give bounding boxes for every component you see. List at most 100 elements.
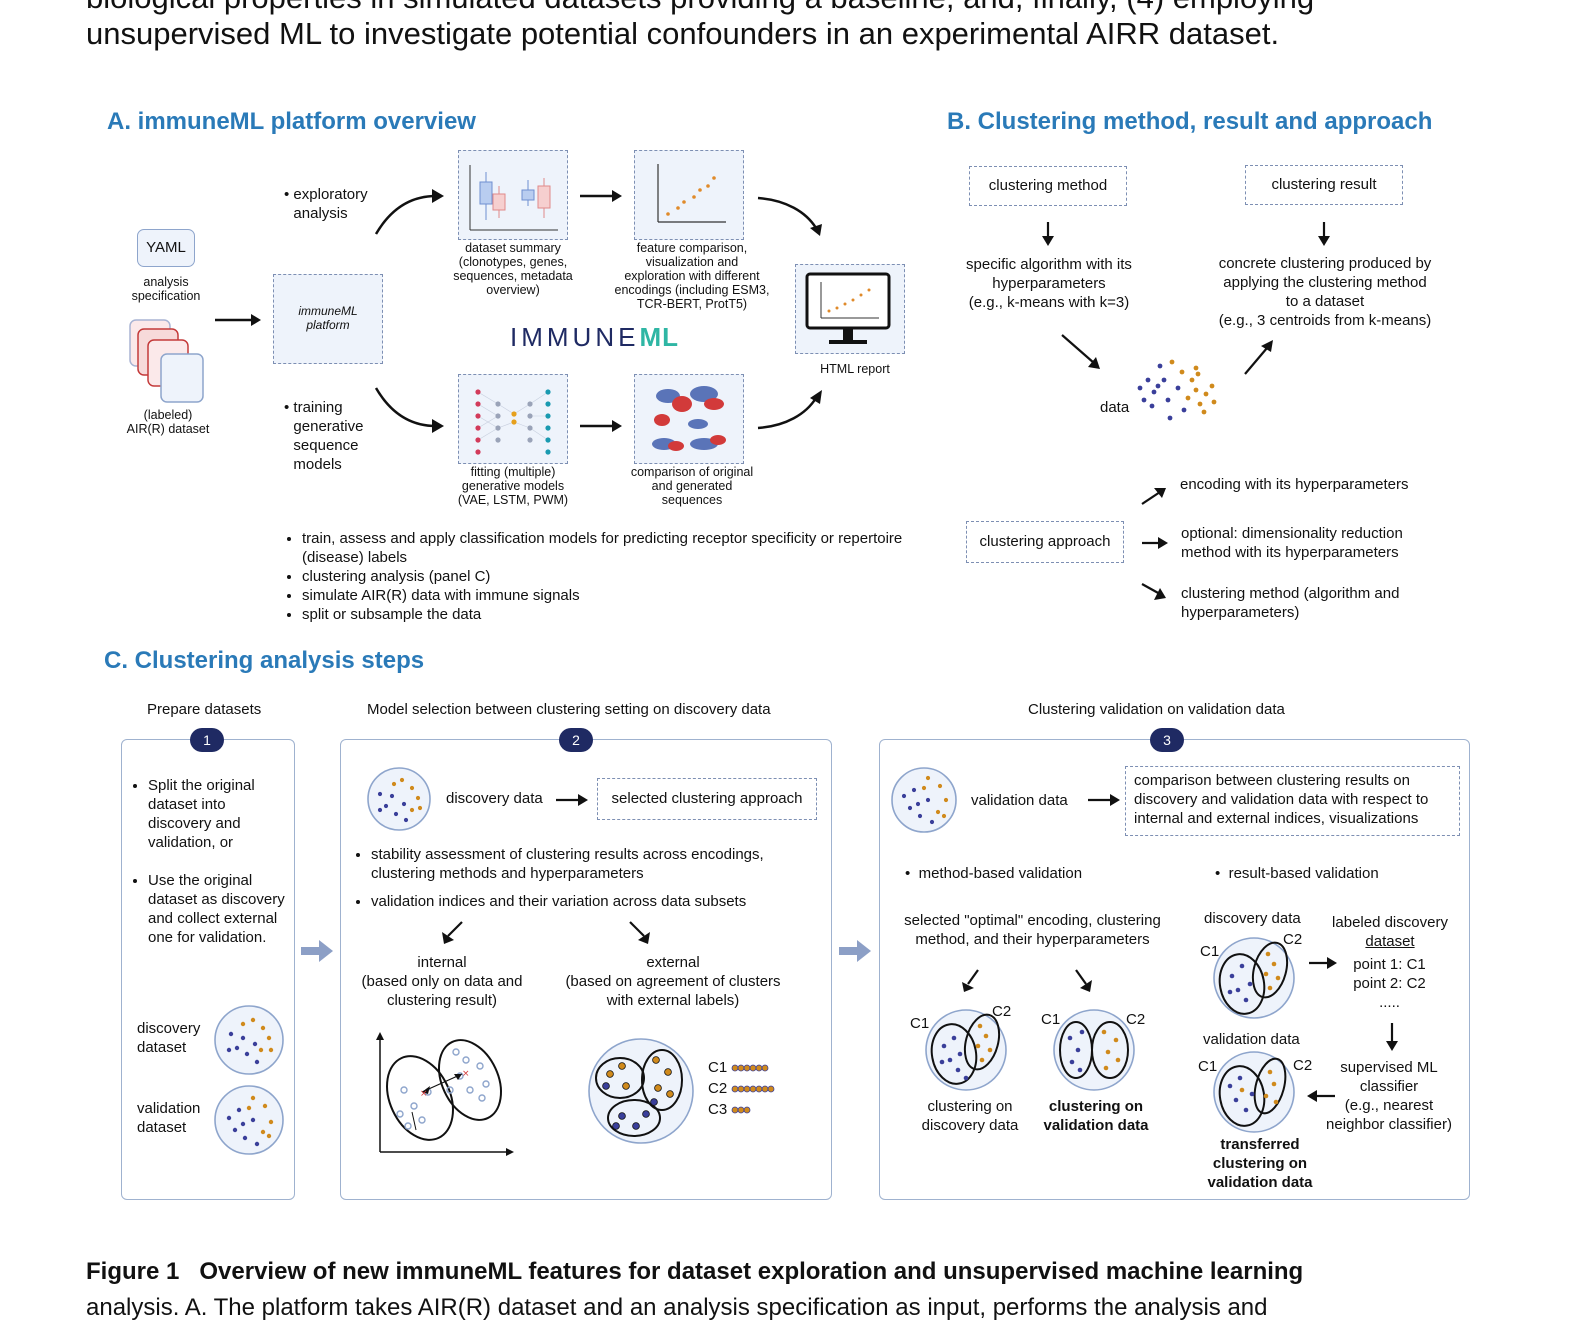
platform-label: immuneML platform [298,304,358,332]
exploratory-bullet: • exploratory analysis [284,186,368,222]
discovery-data-label: discovery data [1204,910,1301,927]
validation-dataset-icon [214,1085,284,1155]
c1-label: C1 [1200,943,1220,960]
bullet-item: Split the original dataset into discover… [148,776,290,852]
comparison-label: comparison between clustering results on… [1134,772,1429,827]
yaml-label: YAML [146,239,186,256]
arrow-right-icon [1309,957,1337,969]
step2-heading: Model selection between clustering setti… [367,701,771,718]
arrow-down-icon [1042,222,1054,246]
dataset-word: dataset [1365,933,1415,950]
panel-a-title: A. immuneML platform overview [107,108,476,135]
result-based-label: • result-based validation [1215,865,1379,882]
bullet-item: train, assess and apply classification m… [302,529,904,567]
step2-number: 2 [559,728,593,752]
validation-dataset-label: validation dataset [137,1100,201,1136]
cluster-legend: C1 C2 C3 [708,1057,779,1120]
result-based-text: result-based validation [1228,865,1379,882]
arrow-down-icon [1386,1023,1398,1051]
discovery-dataset-label: discovery dataset [137,1020,201,1056]
clustering-validation-icon [1053,1009,1135,1091]
external-index-plot-icon [588,1038,694,1144]
transferred-clusters-icon [1213,1051,1295,1133]
points-label: point 1: C1 point 2: C2 ..... [1353,956,1426,1011]
internal-label: internal (based only on data and cluster… [361,954,523,1009]
figure-title: Overview of new immuneML features for da… [199,1258,1304,1285]
clustering-method-box: clustering method [969,166,1127,206]
selected-approach-box: selected clustering approach [597,778,817,820]
intro-text: unsupervised ML to investigate potential… [86,16,1280,51]
arrow-left-icon [1307,1090,1335,1102]
sequence-icon [731,1106,751,1114]
arrow-right-icon [580,190,622,202]
clustering-result-label: clustering result [1271,176,1377,193]
discovery-data-label: discovery data [446,790,543,807]
analysis-spec-label: analysis specification [131,275,201,303]
sequence-icon [731,1085,775,1093]
training-label: training generative sequence models [293,399,364,473]
monitor-icon [805,272,891,344]
cluster-legend-row: C2 [708,1078,779,1099]
curve-arrow-report-icon [757,390,822,430]
bullet-item: validation indices and their variation a… [371,892,823,911]
svg-text:×: × [462,1069,470,1079]
cluster-label: C2 [708,1080,728,1097]
clustering-discovery-label: clustering on discovery data [921,1098,1019,1134]
supervised-classifier-label: supervised ML classifier (e.g., nearest … [1326,1059,1452,1133]
arrow-diag-icon [1075,969,1092,992]
svg-text:×: × [420,1089,428,1099]
curve-arrow-down-icon [374,387,444,433]
immuneml-logo: IMMUNEML [510,322,679,353]
clustering-approach-label: clustering approach [979,533,1111,550]
method-based-label: • method-based validation [905,865,1083,882]
cluster-label: C1 [708,1059,728,1076]
approach-item: clustering method (algorithm and hyperpa… [1181,585,1400,621]
discovery-dataset-icon [214,1005,284,1075]
fitting-label: fitting (multiple) generative models (VA… [457,465,569,507]
method-description: specific algorithm with its hyperparamet… [966,256,1132,311]
bullet-item: simulate AIR(R) data with immune signals [302,586,904,605]
figure-label: Figure 1 [86,1258,180,1285]
arrow-diag-icon [1061,334,1100,369]
arrow-right-icon [1142,537,1168,549]
logo-ml: ML [639,322,679,352]
clustering-discovery-icon [925,1009,1007,1091]
approach-item: encoding with its hyperparameters [1180,476,1409,493]
feature-comparison-label: feature comparison, visualization and ex… [614,241,770,311]
c2-label: C2 [992,1003,1012,1020]
generative-model-box [458,374,568,464]
panel-a-bullets: train, assess and apply classification m… [284,529,904,624]
step2-bullets: stability assessment of clustering resul… [353,845,823,911]
exploratory-label: exploratory analysis [293,186,368,222]
dataset-stack-icon [129,319,204,403]
bullet-item: stability assessment of clustering resul… [371,845,823,883]
arrow-right-icon [215,314,261,326]
arrow-right-icon [556,794,588,806]
arrow-right-icon [1088,794,1120,806]
c1-label: C1 [1198,1058,1218,1075]
arrow-up-right-icon [1141,488,1166,505]
selected-optimal-label: selected "optimal" encoding, clustering … [904,912,1161,948]
comparison-box [1125,766,1460,836]
scatter-icon [657,164,726,223]
c1-label: C1 [910,1015,930,1032]
transferred-clustering-label: transferred clustering on validation dat… [1207,1136,1313,1191]
step1-bullets: Split the original dataset into discover… [130,776,290,947]
c2-label: C2 [1283,931,1303,948]
c2-label: C2 [1293,1057,1313,1074]
labeled-dataset-label: (labeled) AIR(R) dataset [126,408,210,436]
data-label: data [1100,399,1130,416]
intro-text-top: biological properties in simulated datas… [86,0,1314,18]
arrow-diag-icon [962,969,979,992]
clustering-result-box: clustering result [1245,165,1403,205]
validation-data-label: validation data [971,792,1068,809]
figure-caption: Figure 1 Overview of new immuneML featur… [86,1258,1303,1286]
bullet-item: clustering analysis (panel C) [302,567,904,586]
yaml-box: YAML [137,229,195,267]
validation-data-icon [891,767,957,833]
arrow-diag-icon [629,921,650,944]
comparison-label: comparison of original and generated seq… [630,465,754,507]
c2-label: C2 [1126,1011,1146,1028]
panel-c-title: C. Clustering analysis steps [104,647,425,674]
labeled-discovery-label: labeled discovery dataset [1322,913,1458,951]
